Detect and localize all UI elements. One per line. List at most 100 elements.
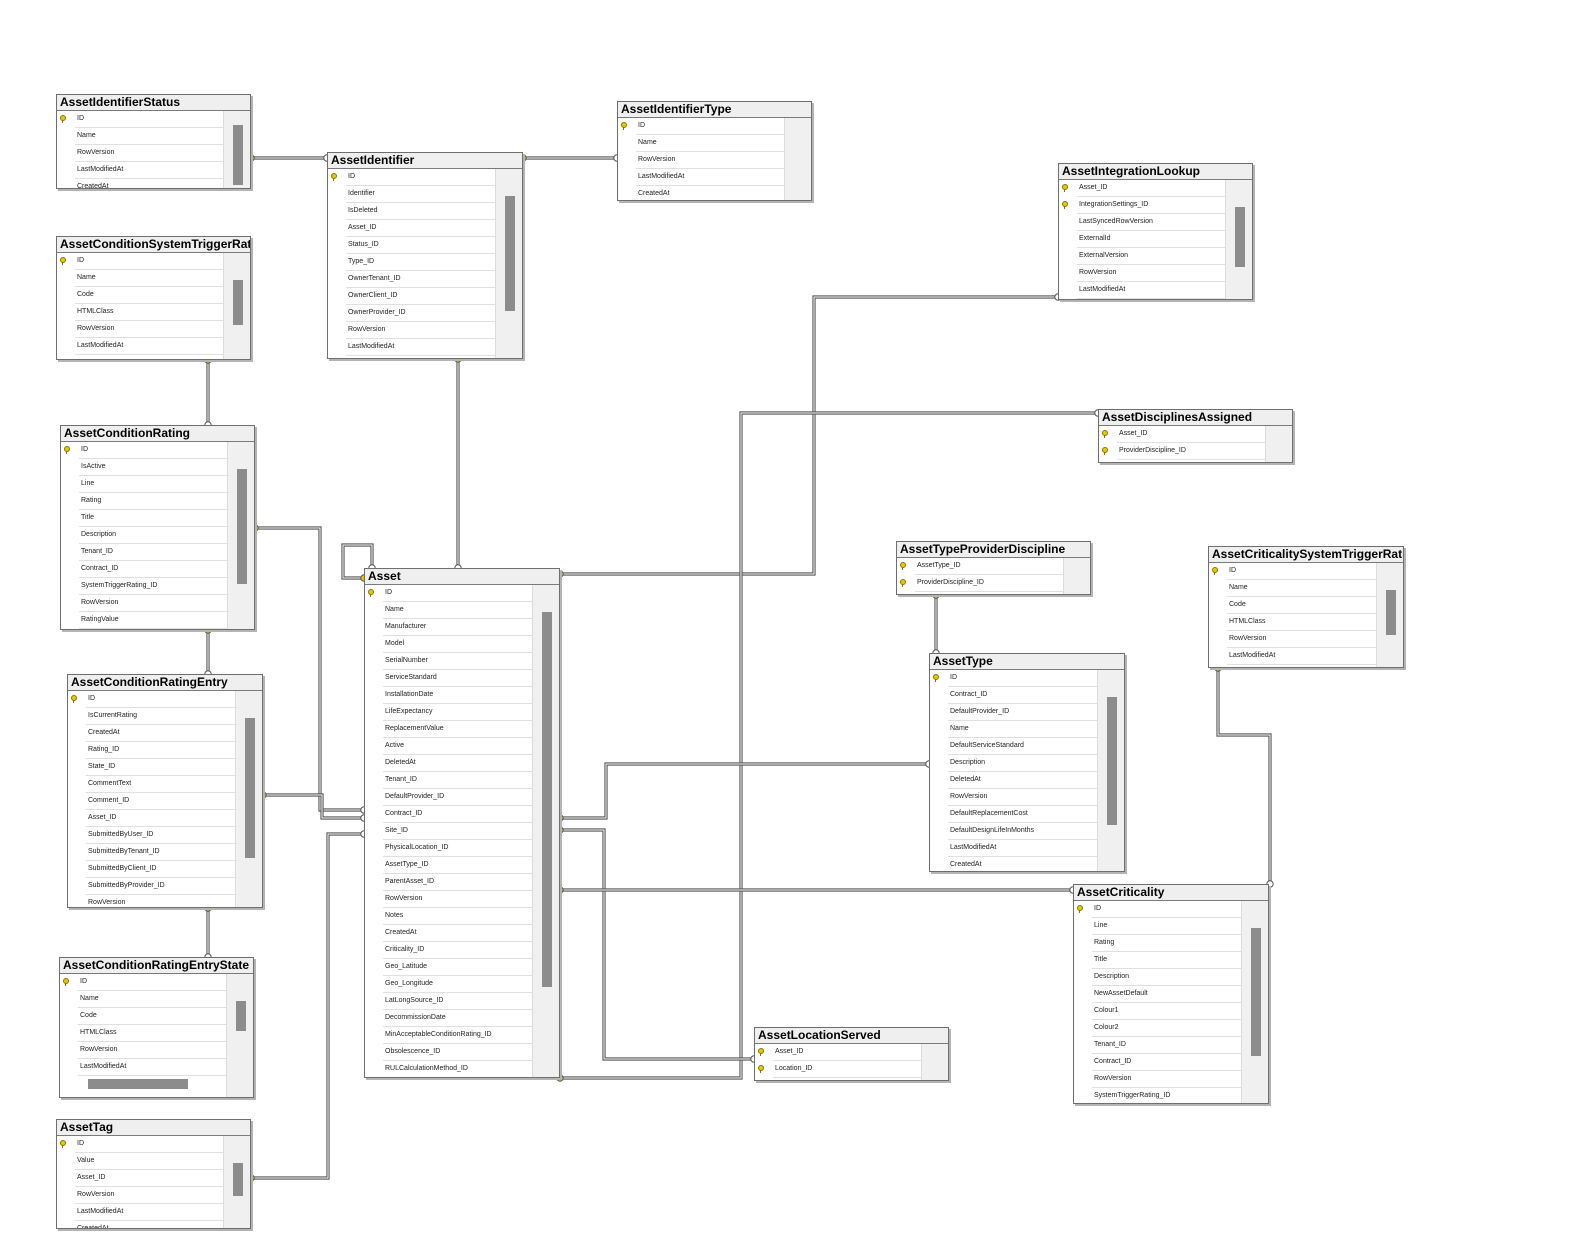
column-row[interactable]: LastModifiedAt <box>1227 648 1377 665</box>
column-row[interactable]: CommentText <box>86 776 236 793</box>
column-row[interactable]: DefaultReplacementCost <box>948 806 1098 823</box>
column-row[interactable]: Contract_ID <box>383 806 533 823</box>
column-row[interactable]: ID <box>63 974 227 991</box>
column-row[interactable]: Colour2 <box>1092 1020 1242 1037</box>
column-row[interactable]: Asset_ID <box>86 810 236 827</box>
column-row[interactable]: Tenant_ID <box>79 544 228 561</box>
column-row[interactable]: CreatedAt <box>636 186 785 200</box>
table-title[interactable]: Asset <box>365 569 559 585</box>
column-row[interactable]: AssetType_ID <box>900 558 1064 575</box>
column-row[interactable]: Status_ID <box>346 237 496 254</box>
column-row[interactable]: Obsolescence_ID <box>383 1044 533 1061</box>
column-row[interactable]: Name <box>1227 580 1377 597</box>
column-row[interactable]: CreatedAt <box>948 857 1098 871</box>
scrollbar[interactable] <box>1097 670 1124 871</box>
column-row[interactable]: LastModifiedAt <box>1077 282 1226 299</box>
column-row[interactable]: IsDeleted <box>346 203 496 220</box>
column-row[interactable]: OwnerClient_ID <box>346 288 496 305</box>
column-row[interactable]: Asset_ID <box>1102 426 1266 443</box>
column-row[interactable]: LifeExpectancy <box>383 704 533 721</box>
column-row[interactable]: RowVersion <box>86 895 236 907</box>
column-row[interactable]: DeletedAt <box>383 755 533 772</box>
column-row[interactable]: Name <box>636 135 785 152</box>
column-row[interactable]: LastModifiedAt <box>75 162 224 179</box>
column-row[interactable]: ExternalVersion <box>1077 248 1226 265</box>
column-row[interactable]: Name <box>78 991 227 1008</box>
column-row[interactable]: SubmittedByUser_ID <box>86 827 236 844</box>
column-row[interactable]: Code <box>78 1008 227 1025</box>
table-title[interactable]: AssetCriticalitySystemTriggerRatin <box>1209 547 1403 563</box>
column-row[interactable]: Tenant_ID <box>1092 1037 1242 1054</box>
column-row[interactable]: CreatedAt <box>383 925 533 942</box>
column-row[interactable]: DefaultProvider_ID <box>948 704 1098 721</box>
column-row[interactable]: Rating_ID <box>86 742 236 759</box>
column-row[interactable]: SystemTriggerRating_ID <box>79 578 228 595</box>
column-row[interactable]: LastModifiedAt <box>948 840 1098 857</box>
scrollbar-thumb[interactable] <box>1251 928 1261 1056</box>
column-row[interactable]: Title <box>1092 952 1242 969</box>
scrollbar[interactable] <box>223 1136 250 1228</box>
column-row[interactable]: Geo_Longitude <box>383 976 533 993</box>
column-row[interactable]: Notes <box>383 908 533 925</box>
column-row[interactable]: ID <box>64 442 228 459</box>
column-row[interactable]: NewAssetDefault <box>1092 986 1242 1003</box>
column-row[interactable]: ProviderDiscipline_ID <box>900 575 1064 592</box>
column-row[interactable]: ReplacementValue <box>383 721 533 738</box>
column-row[interactable]: RowVersion <box>948 789 1098 806</box>
scrollbar[interactable] <box>223 253 250 359</box>
column-row[interactable]: RowVersion <box>636 152 785 169</box>
scrollbar[interactable] <box>1063 558 1090 594</box>
column-row[interactable]: LastSyncedRowVersion <box>1077 214 1226 231</box>
column-row[interactable]: Site_ID <box>383 823 533 840</box>
column-row[interactable]: RowVersion <box>78 1042 227 1059</box>
column-row[interactable]: Asset_ID <box>758 1044 922 1061</box>
table-title[interactable]: AssetIntegrationLookup <box>1059 164 1252 180</box>
relationship-line[interactable] <box>560 295 1058 576</box>
column-row[interactable]: ParentAsset_ID <box>383 874 533 891</box>
column-row[interactable]: ID <box>60 253 224 270</box>
column-row[interactable]: SubmittedByClient_ID <box>86 861 236 878</box>
column-row[interactable]: Geo_Latitude <box>383 959 533 976</box>
column-row[interactable]: HTMLClass <box>1227 614 1377 631</box>
horizontal-scrollbar-thumb[interactable] <box>88 1079 188 1089</box>
column-row[interactable]: State_ID <box>86 759 236 776</box>
relationship-line[interactable] <box>1216 668 1272 884</box>
scrollbar-thumb[interactable] <box>233 125 243 185</box>
column-row[interactable]: ID <box>71 691 236 708</box>
column-row[interactable]: Description <box>79 527 228 544</box>
column-row[interactable]: Contract_ID <box>948 687 1098 704</box>
column-row[interactable]: RowVersion <box>1227 631 1377 648</box>
scrollbar[interactable] <box>784 118 811 200</box>
column-row[interactable]: Manufacturer <box>383 619 533 636</box>
column-row[interactable]: ID <box>933 670 1098 687</box>
scrollbar[interactable] <box>227 442 254 629</box>
column-row[interactable]: LastModifiedAt <box>78 1059 227 1076</box>
column-row[interactable]: IsCurrentRating <box>86 708 236 725</box>
column-row[interactable]: ID <box>1077 901 1242 918</box>
column-row[interactable]: LastModifiedAt <box>75 1204 224 1221</box>
scrollbar-thumb[interactable] <box>1386 590 1396 635</box>
column-row[interactable]: Title <box>79 510 228 527</box>
column-row[interactable]: Asset_ID <box>346 220 496 237</box>
column-row[interactable]: SerialNumber <box>383 653 533 670</box>
column-row[interactable]: IntegrationSettings_ID <box>1062 197 1226 214</box>
column-row[interactable]: Asset_ID <box>1062 180 1226 197</box>
scrollbar-thumb[interactable] <box>236 1001 246 1031</box>
column-row[interactable]: RowVersion <box>75 145 224 162</box>
table-title[interactable]: AssetDisciplinesAssigned <box>1099 410 1292 426</box>
column-row[interactable]: RULCalculationMethod_ID <box>383 1061 533 1077</box>
column-row[interactable]: LastModifiedAt <box>636 169 785 186</box>
column-row[interactable]: Type_ID <box>346 254 496 271</box>
column-row[interactable]: Contract_ID <box>79 561 228 578</box>
scrollbar[interactable] <box>1225 180 1252 299</box>
column-row[interactable]: DefaultProvider_ID <box>383 789 533 806</box>
table-title[interactable]: AssetType <box>930 654 1124 670</box>
column-row[interactable]: ExternalId <box>1077 231 1226 248</box>
